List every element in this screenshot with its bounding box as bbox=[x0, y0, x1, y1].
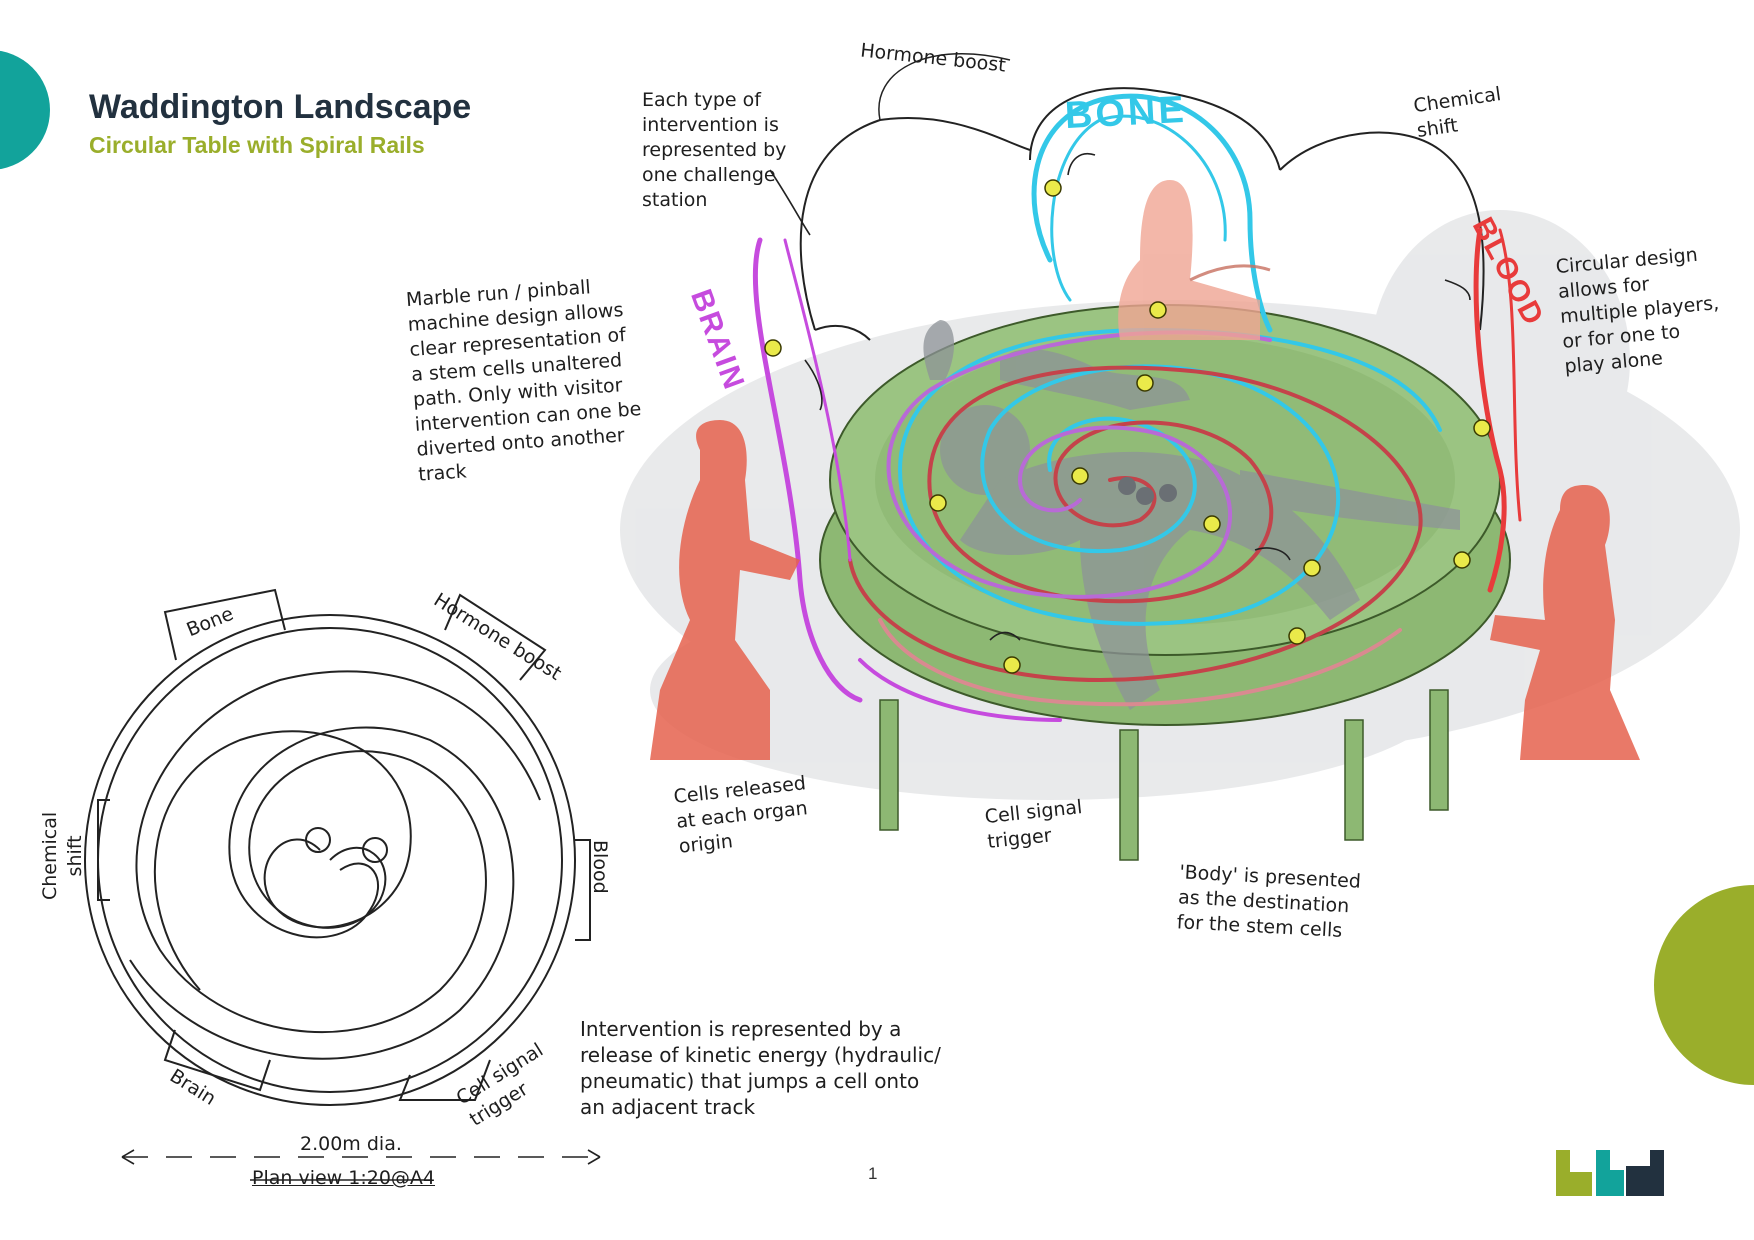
rail-red bbox=[848, 365, 1423, 683]
brain-column bbox=[752, 237, 863, 703]
plan-view-drawing bbox=[84, 588, 601, 1181]
organ-columns bbox=[752, 93, 1522, 703]
cells-released-annotation: Cells released at each organ origin bbox=[672, 772, 809, 858]
bone-organ-label: BONE bbox=[1063, 88, 1188, 138]
rail-purple bbox=[886, 330, 1272, 599]
marbles bbox=[764, 179, 1491, 674]
right-player-figure bbox=[1490, 485, 1640, 760]
hkd-logo bbox=[1556, 1150, 1664, 1196]
left-player-figure bbox=[650, 420, 800, 760]
plan-blood-label: Blood bbox=[589, 840, 611, 894]
table-legs bbox=[879, 689, 1449, 861]
body-presented-annotation: 'Body' is presented as the destination f… bbox=[1176, 861, 1362, 942]
rail-blue bbox=[897, 327, 1442, 626]
intervention-annotation: Intervention is represented by a release… bbox=[580, 1017, 941, 1119]
spiral-rails bbox=[848, 327, 1442, 722]
page-subtitle: Circular Table with Spiral Rails bbox=[89, 132, 425, 158]
annotation-arrows bbox=[769, 153, 1471, 641]
each-type-annotation: Each type of intervention is represented… bbox=[642, 89, 787, 211]
station-arches bbox=[799, 53, 1485, 341]
bone-column bbox=[1031, 93, 1273, 333]
cell-signal-annotation: Cell signal trigger bbox=[983, 796, 1084, 853]
olive-corner-circle bbox=[1654, 885, 1754, 1085]
blood-column bbox=[1473, 227, 1507, 593]
circular-design-annotation: Circular design allows for multiple play… bbox=[1554, 243, 1720, 378]
marble-run-annotation: Marble run / pinball machine design allo… bbox=[405, 276, 643, 486]
back-figure bbox=[1118, 180, 1271, 340]
body-holes bbox=[1118, 477, 1177, 505]
hkd-logo-text: hkd bbox=[1556, 1148, 1664, 1198]
plan-scale-label: Plan view 1:20@A4 bbox=[252, 1167, 436, 1189]
page-title: Waddington Landscape bbox=[89, 88, 472, 126]
plan-chemical-shift-label: Chemical shift bbox=[39, 811, 86, 900]
page-number: 1 bbox=[868, 1164, 878, 1183]
plan-dimension-label: 2.00m dia. bbox=[300, 1133, 402, 1155]
teal-corner-circle bbox=[0, 50, 50, 170]
